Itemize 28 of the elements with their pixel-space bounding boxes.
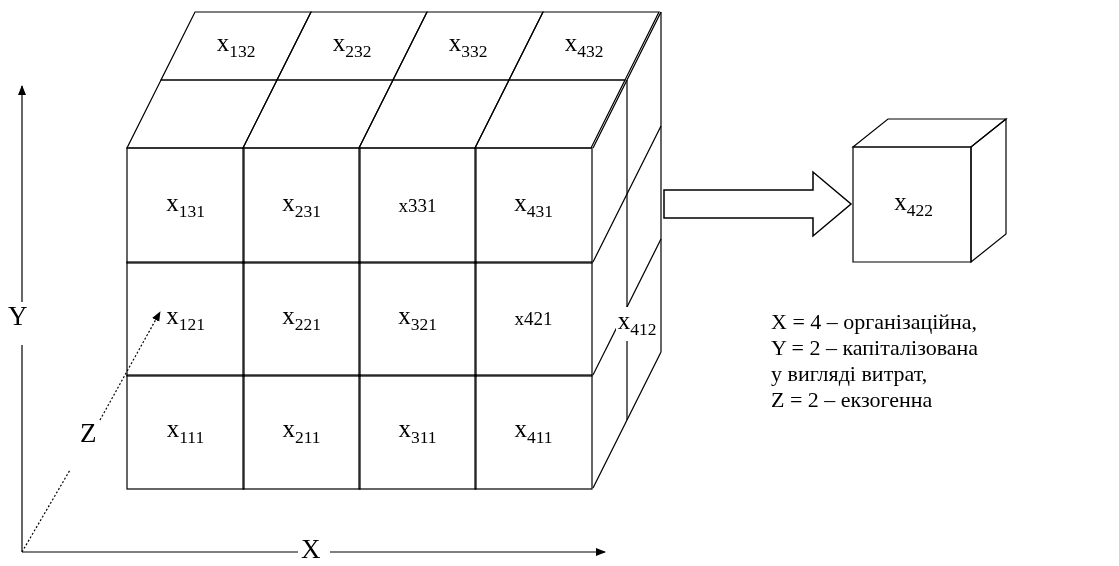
front-cell: x$_{311}$ bbox=[359, 375, 476, 489]
front-cell: x$_{111}$ bbox=[127, 375, 244, 489]
front-cell: x$_{431}$ bbox=[475, 148, 592, 263]
front-cell: x$_{411}$ bbox=[475, 375, 592, 489]
front-cell: x$_{321}$ bbox=[359, 262, 476, 376]
legend-text: Y = 2 – капіталізована у вигляді витрат, bbox=[771, 335, 980, 387]
front-cell: x$_{231}$ bbox=[243, 148, 360, 263]
front-cell: x$_{211}$ bbox=[243, 375, 360, 489]
front-cell: x421 bbox=[475, 262, 592, 376]
cube-drawing bbox=[127, 12, 664, 490]
top-cell bbox=[359, 80, 509, 148]
top-cell bbox=[475, 80, 625, 148]
front-cell: x$_{221}$ bbox=[243, 262, 360, 376]
front-cell: x$_{131}$ bbox=[127, 148, 244, 263]
axis-label: X bbox=[301, 536, 321, 562]
top-cell bbox=[243, 80, 393, 148]
front-cell: x331 bbox=[359, 148, 476, 263]
legend-text: X = 4 – організаційна, bbox=[771, 309, 978, 335]
top-cell: x$_{332}$ bbox=[393, 12, 543, 80]
axis-label: Y bbox=[8, 303, 28, 329]
top-cell: x$_{232}$ bbox=[277, 12, 427, 80]
legend-text: Z = 2 – екзогенна bbox=[771, 387, 933, 413]
axis-label: Z bbox=[80, 420, 97, 446]
top-cell bbox=[127, 80, 277, 148]
block-arrow bbox=[663, 170, 853, 238]
top-cell: x$_{132}$ bbox=[161, 12, 311, 80]
top-cell: x$_{432}$ bbox=[509, 12, 659, 80]
front-cell: x$_{121}$ bbox=[127, 262, 244, 376]
